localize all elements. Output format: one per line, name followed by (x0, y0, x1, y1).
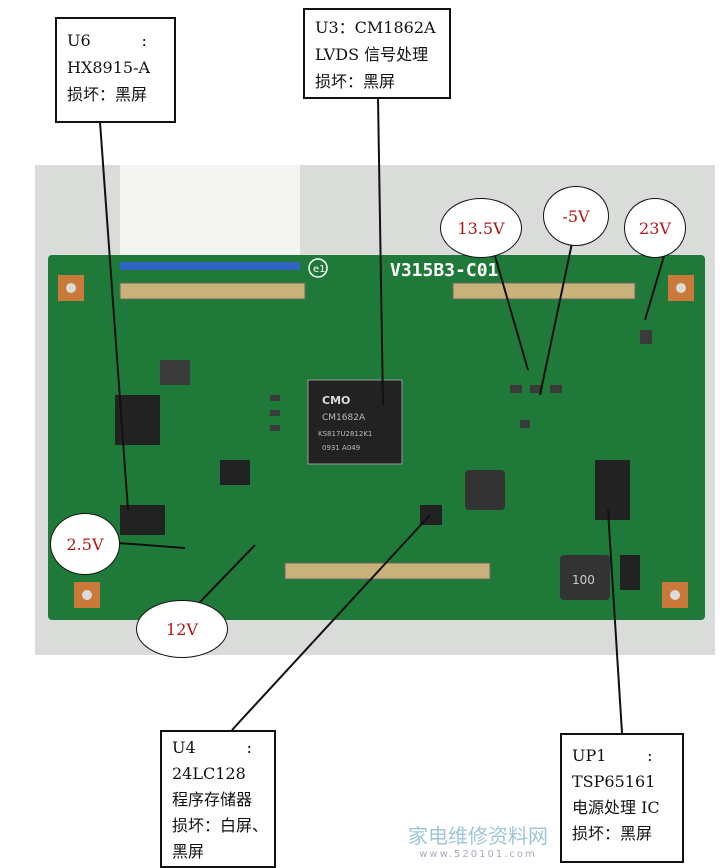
chip-up1 (595, 460, 630, 520)
watermark-text: 家电维修资料网 (408, 824, 548, 848)
callout-line: 电源处理 IC (572, 798, 660, 817)
inductor-label: 100 (572, 573, 595, 587)
callout-line: 损坏：黑屏 (67, 85, 148, 104)
callout-up1: UP1 : TSP65161 电源处理 IC 损坏：黑屏 (560, 733, 684, 863)
callout-line: U3：CM1862A (315, 18, 436, 37)
chip-u3-lot: KS817U2812K1 (318, 430, 372, 438)
callout-line: U4 : (172, 738, 252, 757)
voltage-2-5v: 2.5V (50, 513, 120, 575)
connector-cn2 (119, 282, 306, 300)
voltage-neg5v: -5V (543, 186, 609, 246)
callout-line: 损坏：黑屏 (572, 824, 653, 843)
chip-u3-date: 0931 A049 (322, 444, 360, 452)
chip-u3 (307, 379, 403, 465)
watermark-url: www.520101.com (419, 849, 537, 860)
callout-line: TSP65161 (572, 772, 656, 791)
inductor (465, 470, 505, 510)
svg-text:e1: e1 (313, 264, 326, 275)
callout-line: U6 : (67, 31, 147, 50)
chip-u3-part: CM1682A (322, 413, 366, 423)
callout-line: 损坏：黑屏 (315, 72, 396, 91)
diode (620, 555, 640, 590)
chip-u3-brand: CMO (322, 394, 350, 407)
board-model-label: V315B3-C01 (390, 260, 498, 281)
regulator (120, 505, 165, 535)
connector-cn1 (452, 282, 636, 300)
callout-line: HX8915-A (67, 58, 151, 77)
callout-line: 损坏：白屏、 (172, 816, 269, 835)
callout-line: 程序存储器 (172, 790, 253, 809)
callout-line: UP1 : (572, 746, 653, 765)
callout-line: LVDS 信号处理 (315, 45, 429, 64)
callout-u3: U3：CM1862A LVDS 信号处理 损坏：黑屏 (303, 8, 451, 99)
chip (220, 460, 250, 485)
callout-line: 黑屏 (172, 842, 205, 861)
voltage-12v: 12V (136, 600, 228, 658)
callout-u4: U4 : 24LC128 程序存储器 损坏：白屏、 黑屏 (160, 730, 276, 868)
voltage-13-5v: 13.5V (440, 198, 522, 258)
flex-cable-contacts (120, 262, 300, 270)
callout-line: 24LC128 (172, 764, 246, 783)
watermark: 家电维修资料网 www.520101.com (408, 820, 548, 860)
connector-cnf1 (284, 562, 491, 580)
voltage-23v: 23V (624, 198, 686, 258)
inductor (560, 555, 610, 600)
callout-u6: U6 : HX8915-A 损坏：黑屏 (55, 17, 176, 123)
